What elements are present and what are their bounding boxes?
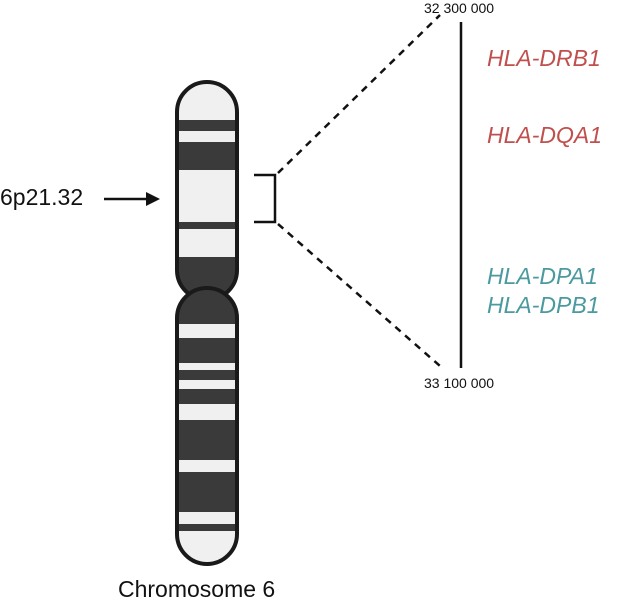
zoom-line-top bbox=[277, 14, 441, 174]
band-dark bbox=[177, 120, 237, 131]
region-start-label: 32 300 000 bbox=[424, 0, 495, 16]
chromosome-q-arm bbox=[175, 286, 239, 566]
gene-label-hla-dpa1: HLA-DPA1 bbox=[487, 263, 598, 289]
chromosome-caption: Chromosome 6 bbox=[118, 576, 276, 602]
band-label: 6p21.32 bbox=[0, 184, 84, 210]
zoom-line-bottom bbox=[277, 223, 441, 367]
region-end-label: 33 100 000 bbox=[424, 375, 495, 391]
gene-label-hla-drb1: HLA-DRB1 bbox=[487, 45, 601, 71]
region-bracket bbox=[254, 173, 277, 224]
gene-label-hla-dqa1: HLA-DQA1 bbox=[487, 122, 603, 148]
band-light bbox=[177, 324, 237, 338]
band-light bbox=[177, 404, 237, 420]
band-light bbox=[177, 460, 237, 472]
gene-label-hla-dpb1: HLA-DPB1 bbox=[487, 292, 600, 318]
band-light bbox=[177, 512, 237, 524]
band-dark bbox=[177, 222, 237, 229]
band-dark bbox=[177, 142, 237, 170]
band-light bbox=[177, 380, 237, 389]
band-light bbox=[177, 363, 237, 370]
band-arrow bbox=[104, 192, 160, 206]
chromosome-p-arm bbox=[175, 80, 239, 302]
